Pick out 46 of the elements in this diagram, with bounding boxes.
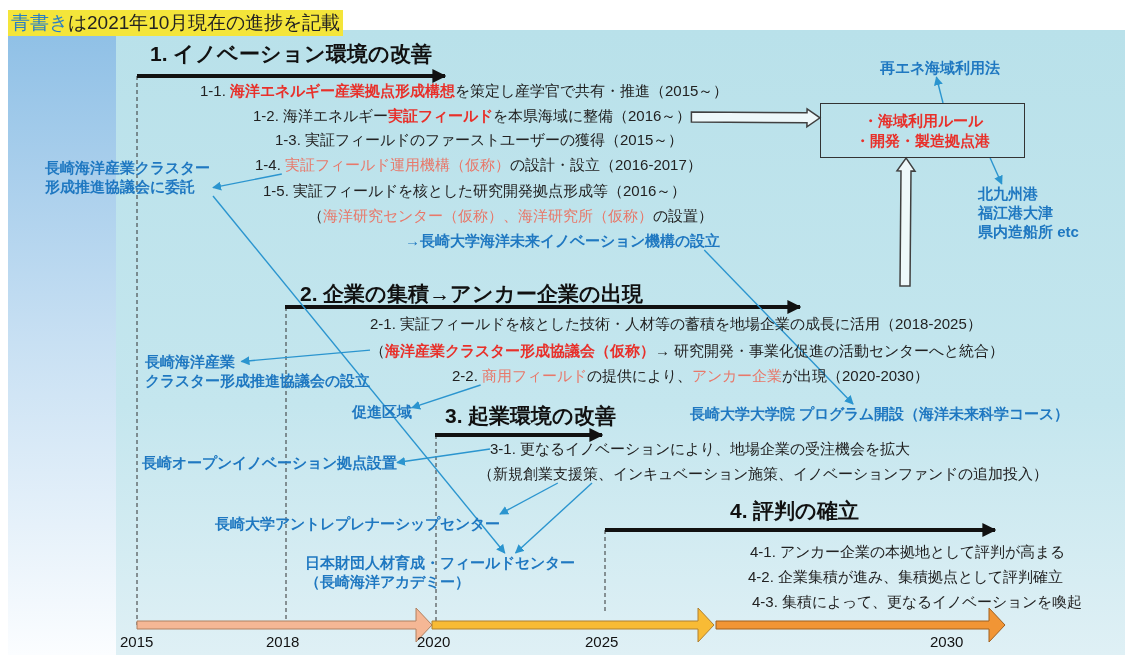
- arrow: [212, 173, 283, 191]
- year-label: 2018: [266, 633, 300, 650]
- note-text: 長崎大学大学院 プログラム開設（海洋未来科学コース）: [690, 404, 1070, 423]
- hollow-arrow: [690, 107, 822, 129]
- arrow: [499, 482, 559, 515]
- arrow: [240, 349, 371, 366]
- note-text: →長崎大学海洋未来イノベーション機構の設立: [405, 231, 720, 250]
- item-text: 2-2. 商用フィールドの提供により、アンカー企業が出現（2020-2030）: [452, 367, 929, 385]
- list-item: ・海域利用ルール: [862, 110, 983, 131]
- list-item: ・開発・製造拠点港: [855, 130, 990, 151]
- item-text: 1-1. 海洋エネルギー産業拠点形成構想を策定し産学官で共有・推進（2015～）: [200, 82, 729, 100]
- hollow-arrow: [895, 156, 917, 287]
- year-label: 2030: [930, 633, 964, 650]
- item-text: （海洋研究センター（仮称）、海洋研究所（仮称）の設置）: [308, 207, 713, 225]
- note-text: 日本財団人材育成・フィールドセンター: [305, 553, 575, 572]
- arrow: [989, 157, 1003, 185]
- arrow: [703, 249, 854, 405]
- year-label: 2020: [417, 633, 451, 650]
- note-text: 北九州港福江港大津県内造船所 etc: [978, 184, 1086, 241]
- section-title: 4. 評判の確立: [730, 498, 860, 524]
- arrow: [396, 448, 491, 466]
- note-text: 再エネ海域利用法: [880, 58, 1000, 77]
- arrow: [411, 384, 482, 410]
- section-title: 3. 起業環境の改善: [445, 403, 617, 429]
- note-text: 長崎オープンイノベーション拠点設置: [142, 453, 397, 472]
- arrow: [934, 76, 944, 104]
- item-text: 1-2. 海洋エネルギー実証フィールドを本県海域に整備（2016～）: [253, 107, 692, 125]
- item-text: 4-3. 集積によって、更なるイノベーションを喚起: [752, 593, 1082, 611]
- arrow: [514, 482, 593, 554]
- section-title: 1. イノベーション環境の改善: [150, 41, 433, 67]
- item-text: 1-5. 実証フィールドを核とした研究開発拠点形成等（2016～）: [263, 182, 687, 200]
- note-text: 長崎海洋産業クラスター形成推進協議会に委託: [45, 158, 213, 196]
- item-text: 2-1. 実証フィールドを核とした技術・人材等の蓄積を地場企業の成長に活用（2018-2025）: [370, 315, 982, 333]
- header-note: 青書きは2021年10月現在の進捗を記載: [8, 10, 344, 36]
- note-text: （長崎海洋アカデミー）: [305, 572, 471, 591]
- item-text: （新規創業支援策、インキュベーション施策、イノベーションファンドの追加投入）: [478, 465, 1048, 483]
- year-label: 2025: [585, 633, 619, 650]
- note-text: 長崎大学アントレプレナーシップセンター: [215, 514, 500, 533]
- arrow: [212, 195, 506, 554]
- item-text: 1-4. 実証フィールド運用機構（仮称）の設計・設立（2016-2017）: [255, 156, 702, 174]
- year-label: 2015: [120, 633, 154, 650]
- item-text: 4-1. アンカー企業の本拠地として評判が高まる: [750, 543, 1065, 561]
- item-text: 1-3. 実証フィールドのファーストユーザーの獲得（2015～）: [275, 131, 684, 149]
- item-text: 3-1. 更なるイノベーションにより、地場企業の受注機会を拡大: [490, 440, 910, 458]
- section-title: 2. 企業の集積→アンカー企業の出現: [300, 281, 644, 307]
- item-text: 4-2. 企業集積が進み、集積拠点として評判確立: [748, 568, 1063, 586]
